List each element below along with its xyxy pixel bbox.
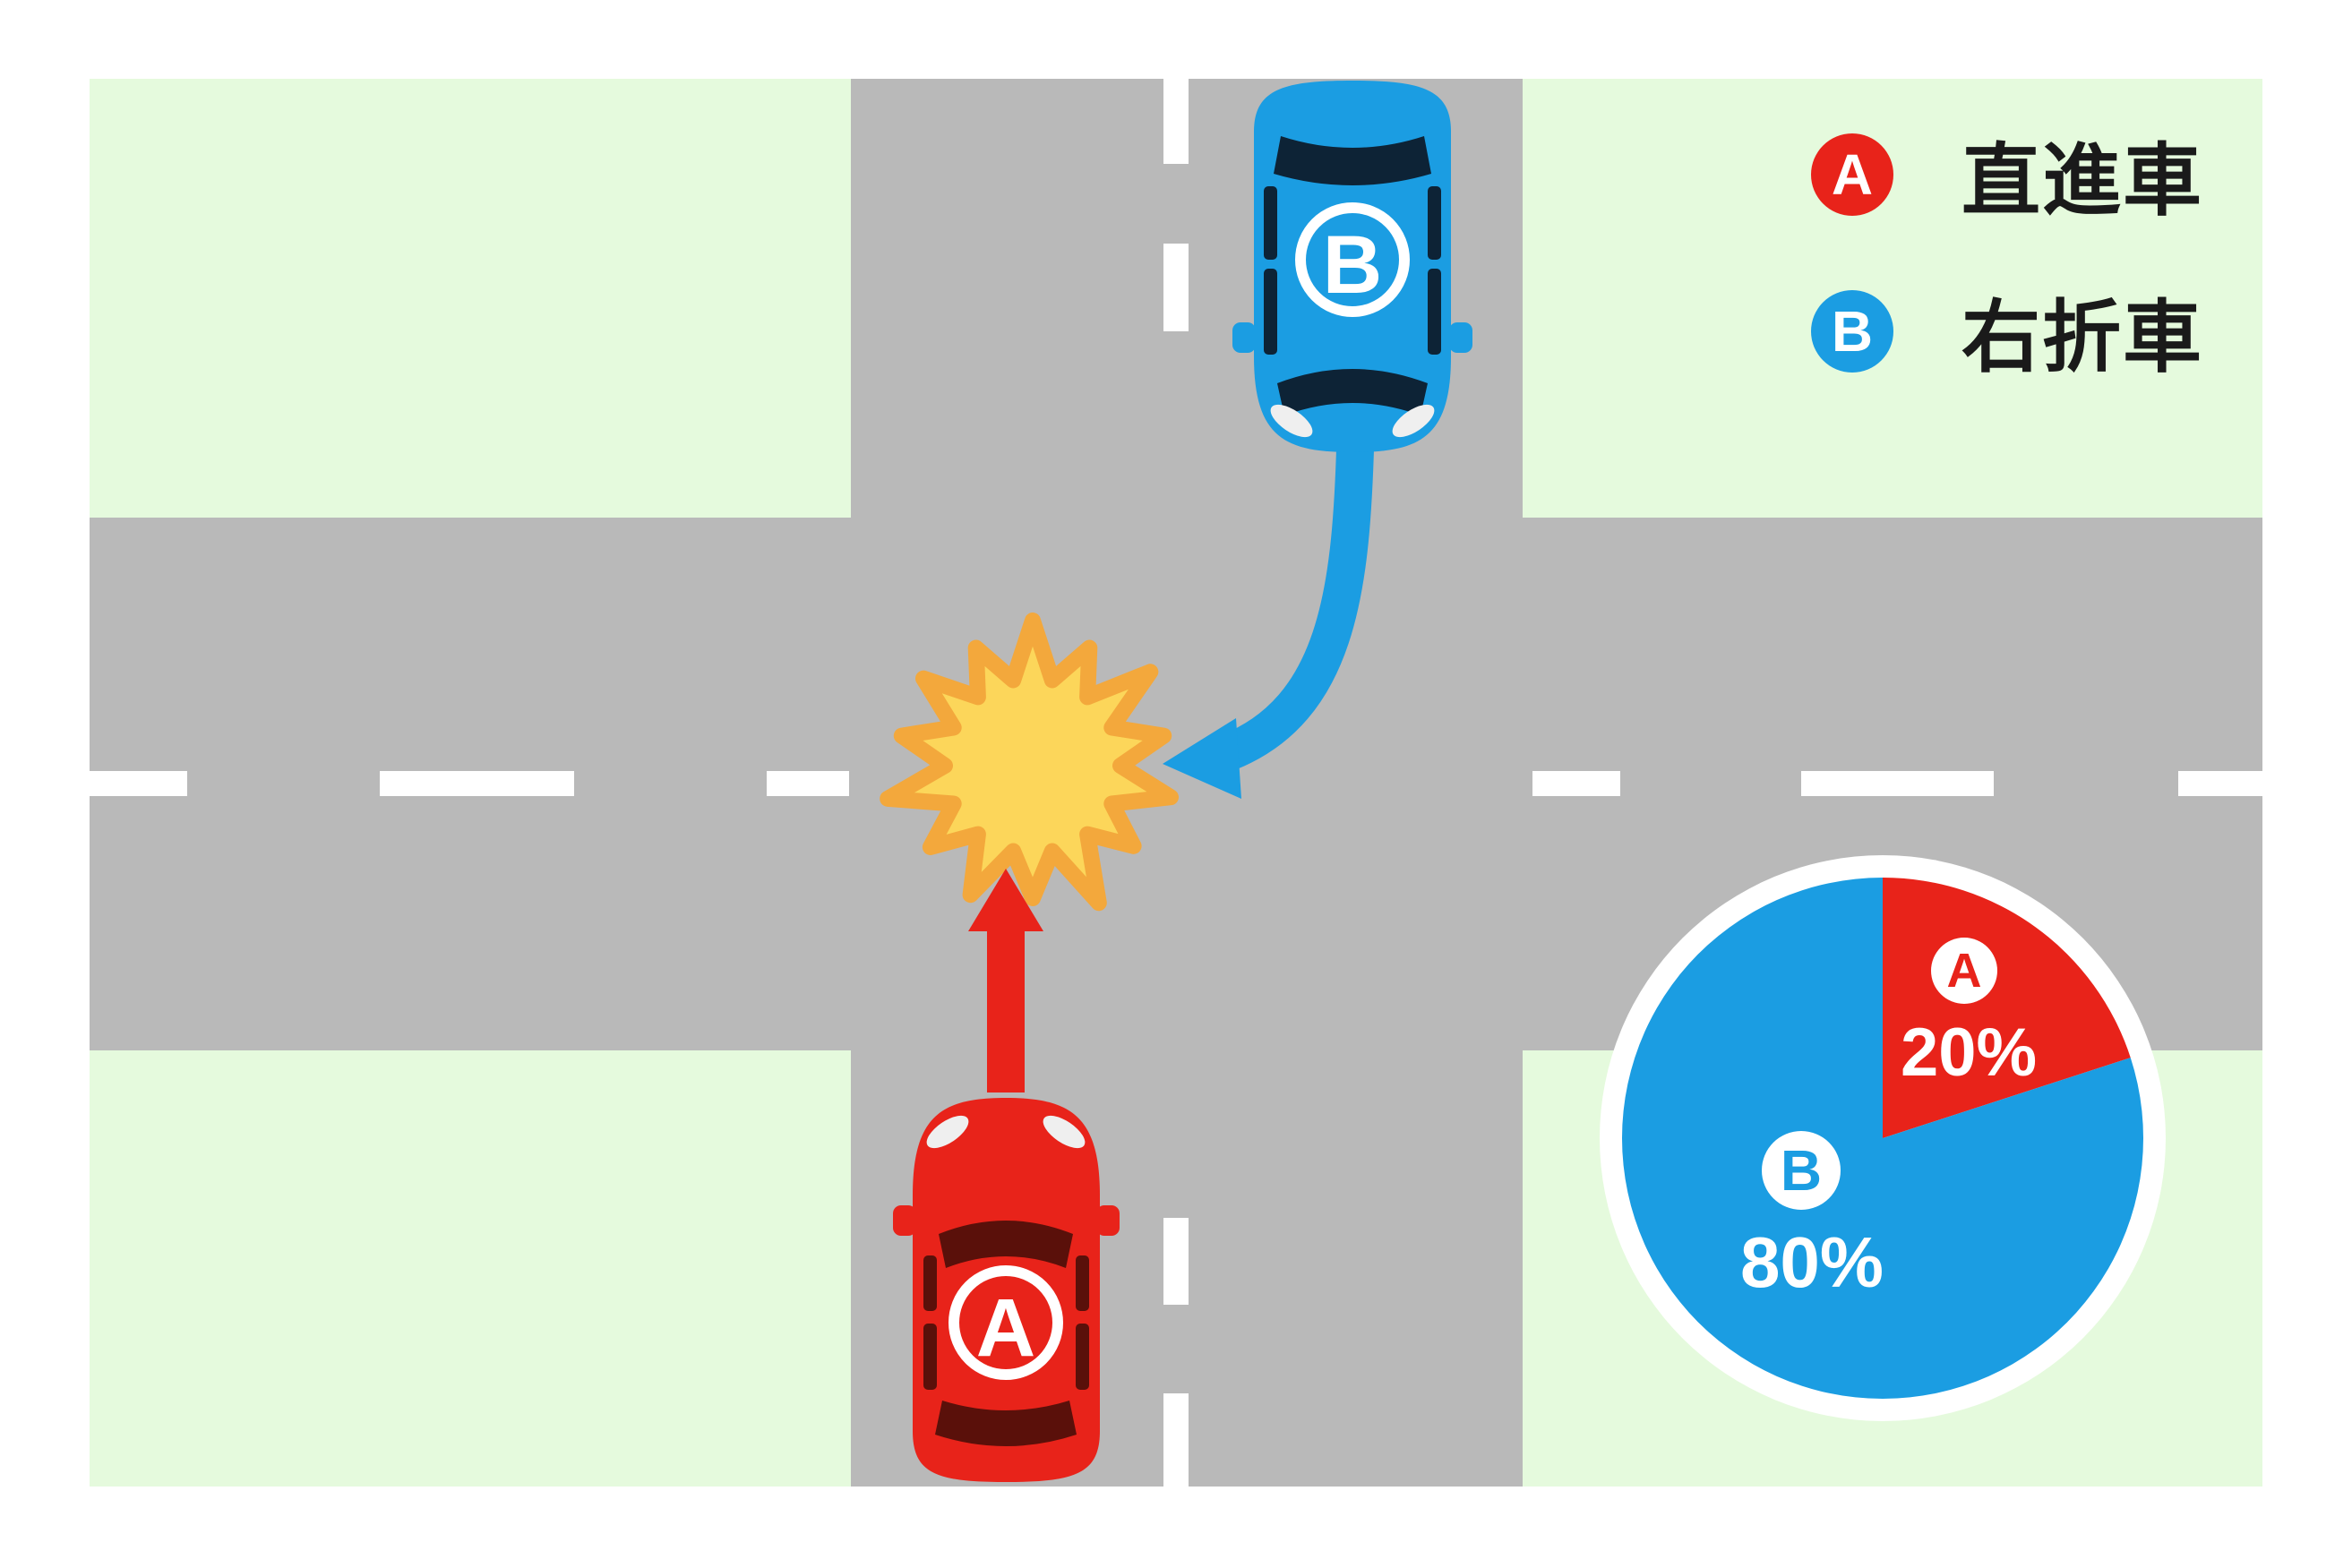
car-b: B	[1232, 81, 1472, 452]
car-b-rear-window	[1274, 136, 1431, 185]
car-a-mirror	[1096, 1205, 1120, 1236]
car-b-emblem-ring	[1295, 202, 1410, 317]
car-b-windshield	[1277, 369, 1428, 416]
collision-starburst-icon	[880, 613, 1179, 912]
car-b-headlight	[1392, 404, 1435, 438]
car-a-letter: A	[976, 1282, 1035, 1374]
car-a-body	[913, 1098, 1100, 1482]
car-b-mirror	[1449, 322, 1472, 353]
car-a-emblem-ring	[949, 1265, 1063, 1380]
lane-marking	[1801, 771, 1994, 796]
legend-marker-a: A	[1811, 133, 1893, 216]
car-a-side-window	[923, 1255, 937, 1311]
legend-marker-b: B	[1811, 289, 1893, 373]
car-a-side-window	[923, 1324, 937, 1390]
car-b-side-window	[1264, 269, 1277, 355]
legend-item-b: B 右折車	[1811, 274, 2203, 388]
legend-item-a: A 直進車	[1811, 117, 2203, 231]
car-a-headlight	[1043, 1115, 1086, 1149]
car-a-windshield	[939, 1221, 1073, 1268]
pie-label-a-percent: 20%	[1900, 1015, 2038, 1091]
legend-label-a: 直進車	[1961, 136, 2204, 225]
lane-marking	[1163, 79, 1189, 164]
car-b-mirror	[1232, 322, 1256, 353]
legend-label-b: 右折車	[1961, 293, 2204, 381]
car-b-turn-arrow-icon	[1163, 449, 1374, 799]
car-a-mirror	[893, 1205, 916, 1236]
pie-label-a-badge: A	[1931, 938, 1997, 1004]
lane-marking	[767, 771, 849, 796]
lane-marking	[1163, 1393, 1189, 1487]
car-b-headlight	[1270, 404, 1313, 438]
grass-bottom-left	[90, 1050, 851, 1487]
lane-marking	[2178, 771, 2262, 796]
car-b-side-window	[1428, 186, 1441, 260]
pie-slices	[1622, 878, 2143, 1399]
grass-top-right	[1523, 79, 2262, 518]
lane-marking	[1163, 244, 1189, 331]
lane-marking	[1163, 1218, 1189, 1305]
lane-marking	[90, 771, 187, 796]
pie-label-b-badge: B	[1762, 1131, 1841, 1210]
car-a-direction-arrow-icon	[968, 869, 1043, 1092]
car-a-side-window	[1076, 1324, 1089, 1390]
grass-top-left	[90, 79, 851, 518]
car-b-side-window	[1428, 269, 1441, 355]
pie-slice-b	[1622, 878, 2143, 1399]
car-a-rear-window	[935, 1401, 1077, 1446]
car-a-headlight	[926, 1115, 969, 1149]
car-a-side-window	[1076, 1255, 1089, 1311]
pie-label-b-percent: 80%	[1739, 1222, 1884, 1302]
lane-marking	[1532, 771, 1620, 796]
fault-ratio-pie-chart	[1600, 855, 2166, 1421]
car-a: A	[893, 1098, 1120, 1482]
lane-marking	[380, 771, 574, 796]
car-b-letter: B	[1323, 219, 1382, 311]
car-b-side-window	[1264, 186, 1277, 260]
